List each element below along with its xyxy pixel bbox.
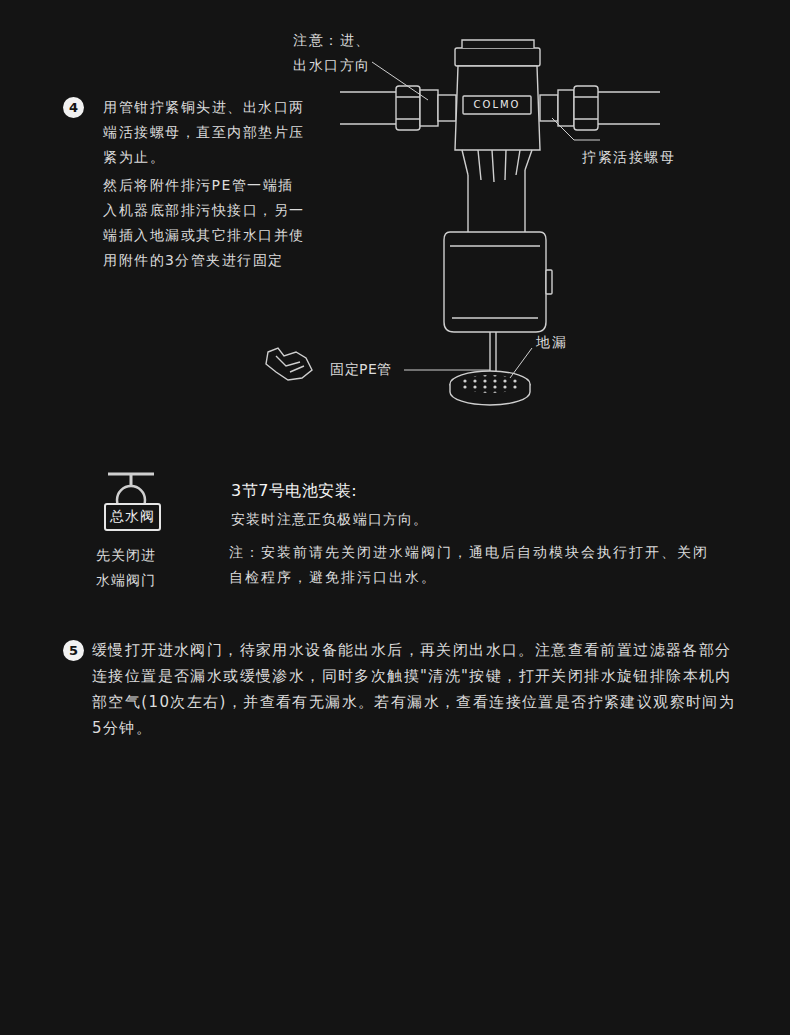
step-number: 4 xyxy=(63,97,84,118)
valve-box: 总水阀 xyxy=(104,503,161,531)
node-text: 4 xyxy=(69,100,78,115)
step-text: 缓慢打开进水阀门，待家用水设备能出水后，再关闭出水口。注意查看前置过滤器各部分连… xyxy=(92,637,742,741)
callout-text: 拧紧活接螺母 xyxy=(582,145,692,170)
callout-text: 固定PE管 xyxy=(330,357,404,382)
step-text: 然后将附件排污PE管一端插入机器底部排污快接口，另一端插入地漏或其它排水口并使用… xyxy=(103,173,309,273)
step-text: 用管钳拧紧铜头进、出水口两端活接螺母，直至内部垫片压紧为止。 xyxy=(103,95,309,170)
note-text: 注：安装前请先关闭进水端阀门，通电后自动模块会执行打开、关闭自检程序，避免排污口… xyxy=(229,540,723,590)
node-text: 5 xyxy=(69,643,78,658)
body-text: 安装时注意正负极端口方向。 xyxy=(231,507,551,532)
node-text: 总水阀 xyxy=(110,508,155,526)
step-number: 5 xyxy=(63,640,84,661)
caption-text: 先关闭进水端阀门 xyxy=(96,543,170,593)
callout-text: 注意：进、出水口方向 xyxy=(293,28,379,78)
brand-label: COLMO xyxy=(463,96,531,114)
callout-text: 地漏 xyxy=(536,330,576,355)
section-heading: 3节7号电池安装: xyxy=(231,478,431,503)
